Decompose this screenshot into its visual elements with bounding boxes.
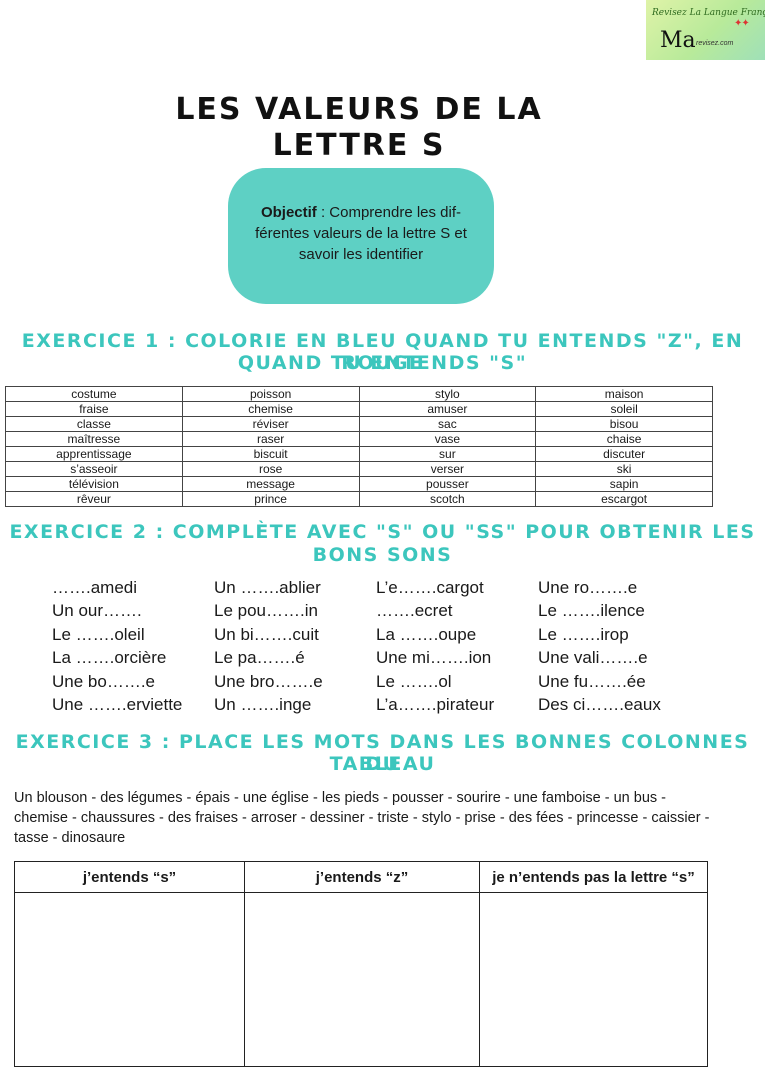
fill-blank-item[interactable]: Des ci…….eaux (538, 694, 661, 714)
column-header-s: j’entends “s” (14, 861, 245, 893)
logo-tagline: Revisez La Langue Française (652, 8, 765, 18)
fill-blank-item[interactable]: Le …….ilence (538, 601, 645, 621)
fill-blank-item[interactable]: L’e…….cargot (376, 578, 484, 597)
objective-body: : Comprendre les dif-férentes valeurs de… (255, 204, 467, 263)
word-cell[interactable]: télévision (5, 476, 183, 492)
word-cell[interactable]: chaise (535, 431, 713, 447)
word-cell[interactable]: maîtresse (5, 431, 183, 447)
answer-cell-silent-s[interactable] (479, 892, 708, 1067)
fill-blank-item[interactable]: Une mi…….ion (376, 648, 492, 668)
page-title-line1: LES VALEURS DE LA (175, 92, 543, 127)
fill-blank-item[interactable]: Un …….inge (214, 694, 312, 714)
fill-blank-item[interactable]: La …….orcière (52, 648, 167, 668)
word-cell[interactable]: soleil (535, 401, 713, 417)
word-cell[interactable]: apprentissage (5, 446, 183, 462)
word-cell[interactable]: pousser (358, 476, 537, 492)
objective-box: Objectif : Comprendre les dif-férentes v… (228, 168, 494, 304)
exercise2-fill-grid: …….amedi Un …….ablier L’e…….cargot Une ro……… (52, 576, 712, 716)
fill-blank-item[interactable]: Le pou…….in (214, 601, 318, 621)
fill-blank-item[interactable]: Le …….ol (376, 671, 452, 691)
fill-blank-item[interactable]: Le pa…….é (214, 648, 305, 668)
fill-blank-item[interactable]: Le …….oleil (52, 624, 145, 644)
answer-cell-s[interactable] (14, 892, 245, 1067)
exercise2-title-line2: BONS SONS (312, 544, 453, 566)
exercise3-title-line2: TABLEAU (329, 753, 436, 775)
column-header-z: j’entends “z” (244, 861, 480, 893)
exercise2-title-line1: EXERCICE 2 : COMPLÈTE AVEC "S" OU "SS" P… (9, 521, 756, 543)
logo-mark: Ma (660, 28, 696, 53)
word-cell[interactable]: réviser (181, 416, 360, 432)
word-cell[interactable]: rêveur (5, 491, 183, 507)
word-cell[interactable]: verser (358, 461, 537, 477)
word-cell[interactable]: rose (181, 461, 360, 477)
word-cell[interactable]: classe (5, 416, 183, 432)
exercise1-title-line1: EXERCICE 1 : COLORIE EN BLEU QUAND TU EN… (21, 330, 744, 374)
word-cell[interactable]: vase (358, 431, 537, 447)
word-cell[interactable]: discuter (535, 446, 713, 462)
exercise3-sort-table: j’entends “s” j’entends “z” je n’entends… (14, 861, 708, 1067)
exercise3-title-line1: EXERCICE 3 : PLACE LES MOTS DANS LES BON… (15, 731, 750, 775)
word-cell[interactable]: poisson (181, 386, 360, 402)
word-cell[interactable]: ski (535, 461, 713, 477)
fill-blank-item[interactable]: Une ro…….e (538, 578, 638, 597)
exercise3-word-list: Un blouson - des légumes - épais - une é… (14, 790, 710, 846)
answer-cell-z[interactable] (244, 892, 480, 1067)
fill-blank-item[interactable]: Le …….irop (538, 624, 629, 644)
word-cell[interactable]: escargot (535, 491, 713, 507)
objective-label: Objectif (260, 204, 317, 221)
word-cell[interactable]: biscuit (181, 446, 360, 462)
logo-decoration-icon: ✦✦ (734, 18, 750, 29)
exercise1-title-line2: QUAND TU ENTENDS "S" (237, 352, 528, 374)
fill-blank-item[interactable]: …….amedi (52, 578, 138, 597)
word-cell[interactable]: s’asseoir (5, 461, 183, 477)
word-cell[interactable]: chemise (181, 401, 360, 417)
word-cell[interactable]: prince (181, 491, 360, 507)
fill-blank-item[interactable]: Un …….ablier (214, 578, 321, 597)
word-cell[interactable]: costume (5, 386, 183, 402)
word-cell[interactable]: sur (358, 446, 537, 462)
logo-site: revisez.com (696, 40, 734, 47)
word-cell[interactable]: raser (181, 431, 360, 447)
fill-blank-item[interactable]: Un bi…….cuit (214, 624, 319, 644)
word-cell[interactable]: stylo (358, 386, 537, 402)
objective-text: Objectif : Comprendre les dif-férentes v… (244, 202, 478, 265)
fill-blank-item[interactable]: Une bro…….e (214, 671, 323, 691)
word-cell[interactable]: amuser (358, 401, 537, 417)
word-cell[interactable]: bisou (535, 416, 713, 432)
page-title-line2: LETTRE S (272, 128, 446, 163)
fill-blank-item[interactable]: Une bo…….e (52, 671, 155, 691)
fill-blank-item[interactable]: Un our……. (52, 601, 142, 621)
word-cell[interactable]: scotch (358, 491, 537, 507)
word-cell[interactable]: sapin (535, 476, 713, 492)
fill-blank-item[interactable]: Une …….erviette (52, 694, 183, 714)
word-cell[interactable]: fraise (5, 401, 183, 417)
fill-blank-item[interactable]: Une vali…….e (538, 648, 648, 668)
fill-blank-item[interactable]: L’a…….pirateur (376, 694, 495, 714)
fill-blank-item[interactable]: …….ecret (376, 601, 453, 621)
column-header-silent-s: je n’entends pas la lettre “s” (479, 861, 708, 893)
word-cell[interactable]: maison (535, 386, 713, 402)
fill-blank-item[interactable]: La …….oupe (376, 624, 477, 644)
word-cell[interactable]: message (181, 476, 360, 492)
fill-blank-item[interactable]: Une fu…….ée (538, 671, 646, 691)
word-cell[interactable]: sac (358, 416, 537, 432)
site-logo: Revisez La Langue Française ✦✦ Ma revise… (646, 0, 765, 60)
